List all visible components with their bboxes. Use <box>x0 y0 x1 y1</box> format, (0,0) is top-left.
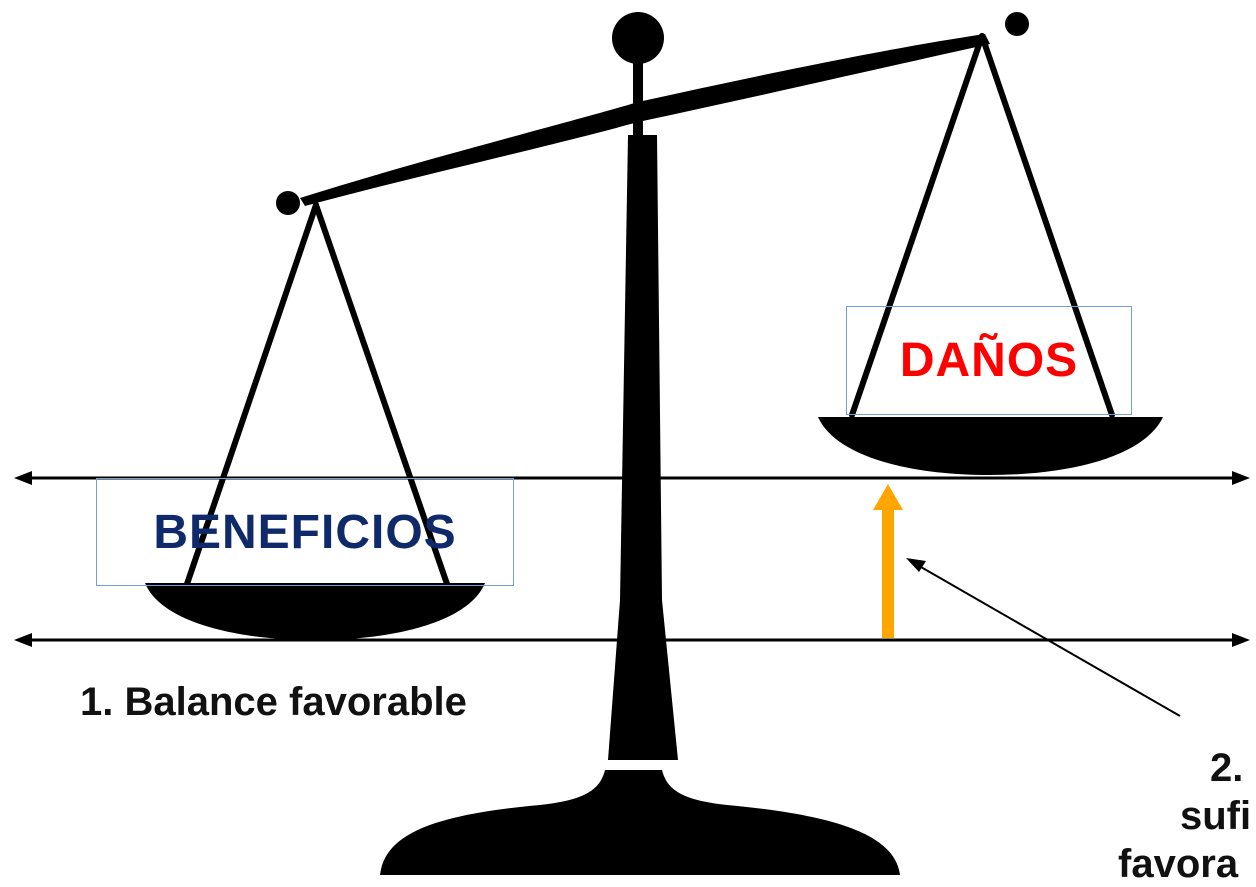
right-pan-strings <box>849 33 1115 418</box>
beam-right-end <box>1005 12 1029 36</box>
left-pan-strings <box>184 202 450 587</box>
scale-beam <box>300 34 990 206</box>
orange-up-arrow <box>873 484 903 638</box>
point-two-caption-line2: sufi <box>1180 794 1252 838</box>
scale-top-knob <box>612 12 664 64</box>
pointer-arrow <box>906 558 1181 717</box>
beneficios-label-box: BENEFICIOS <box>96 478 514 586</box>
point-two-caption-line1: 2. <box>1210 746 1244 790</box>
right-pan <box>818 417 1163 475</box>
beneficios-label: BENEFICIOS <box>153 505 457 559</box>
beam-left-end <box>276 191 300 215</box>
point-two-caption-line3: favora <box>1118 842 1239 886</box>
scale-base <box>380 770 900 875</box>
left-pan <box>145 583 485 640</box>
balance-favorable-caption: 1. Balance favorable <box>80 680 467 724</box>
danos-label: DAÑOS <box>899 334 1079 387</box>
scale-pillar <box>608 135 678 760</box>
danos-label-box: DAÑOS <box>846 306 1132 415</box>
